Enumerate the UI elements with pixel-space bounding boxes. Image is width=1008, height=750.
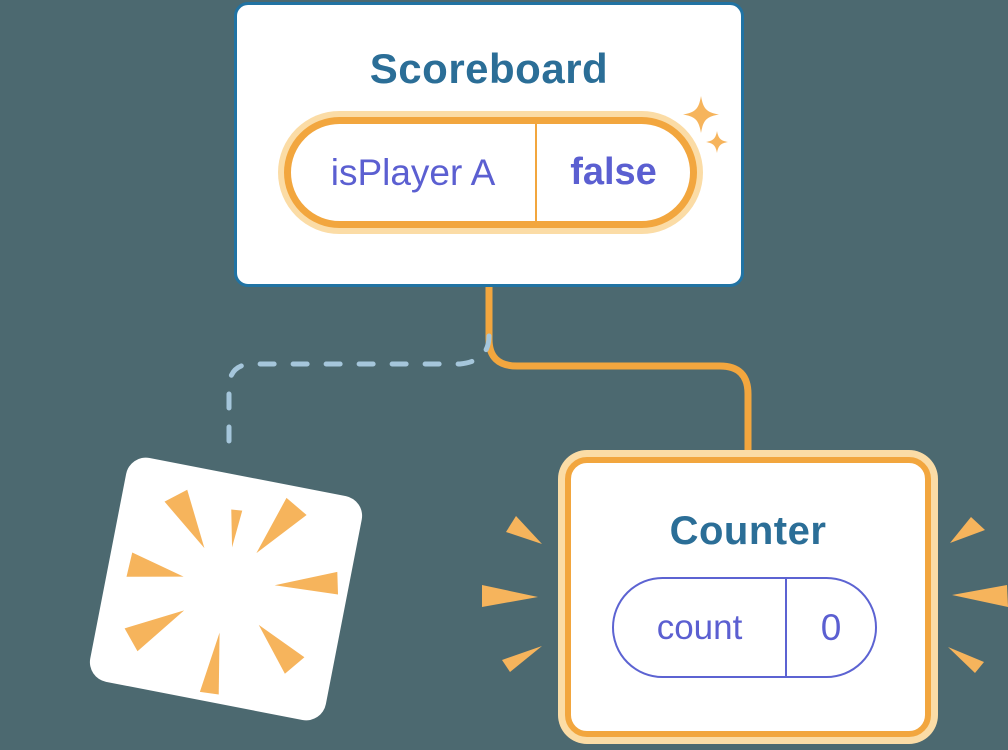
scoreboard-title: Scoreboard (369, 45, 609, 92)
pill-divider (535, 124, 537, 221)
counter-title: Counter (669, 509, 827, 553)
state-value: false (570, 151, 657, 193)
counter-state-pill: count 0 (612, 577, 877, 678)
state-value: 0 (820, 606, 842, 648)
destroyed-component-card (86, 454, 366, 724)
state-label: count (656, 607, 743, 647)
emphasis-rays-icon (482, 516, 1008, 673)
connector-scoreboard-to-counter (485, 286, 752, 452)
pill-divider (785, 579, 787, 676)
poof-burst-icon (124, 489, 339, 695)
counter-component-card: Counter count 0 (565, 457, 931, 737)
scoreboard-state-pill: isPlayer A false (284, 117, 697, 228)
connector-scoreboard-to-destroyed (226, 333, 492, 462)
scoreboard-component-card: Scoreboard isPlayer A false (234, 2, 744, 287)
state-label: isPlayer A (330, 151, 496, 193)
